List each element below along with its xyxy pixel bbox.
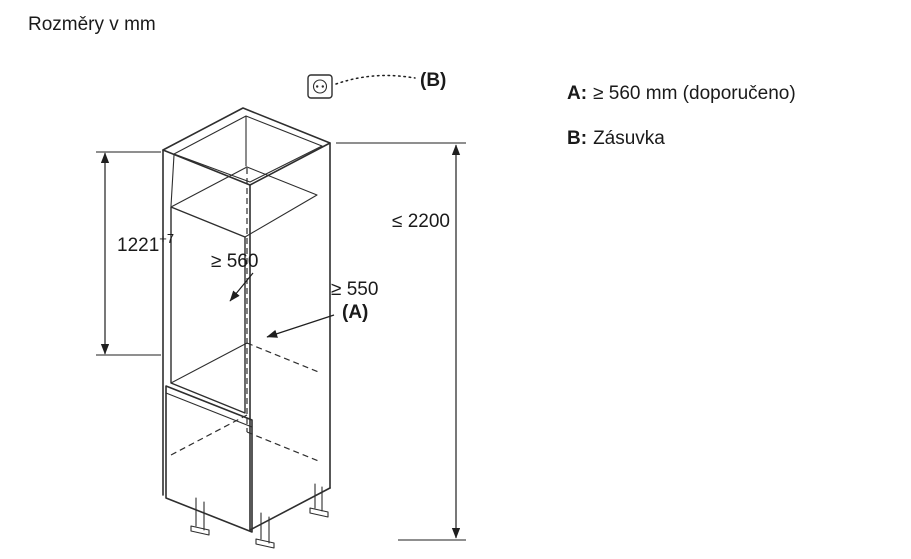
niche-height-tolerance: +7	[159, 231, 174, 246]
cabinet-depth-arrow	[266, 314, 335, 338]
foot-back-right	[309, 483, 329, 518]
foot-front-left	[190, 497, 210, 536]
cabinet-drawing	[162, 107, 331, 549]
niche-height-label: 1221+7	[117, 231, 174, 256]
hidden-lower-floor-back-edge	[246, 431, 322, 463]
drawer-front-panel	[165, 385, 253, 533]
drawer-front-top-edge-line	[165, 392, 253, 428]
niche-depth-dimension: ≥ 560	[211, 251, 258, 302]
foot-front-right	[255, 512, 275, 549]
legend-b-value: Zásuvka	[593, 128, 665, 149]
socket-icon-pin-right	[321, 85, 324, 88]
socket-icon-outlet	[312, 79, 328, 94]
socket-ref-label: (B)	[420, 70, 446, 91]
diagram-title: Rozměry v mm	[28, 14, 156, 35]
niche-height-value: 1221	[117, 235, 159, 256]
hidden-niche-floor-back-edge	[246, 342, 322, 374]
cabinet-top-inner-frame	[173, 115, 323, 183]
max-height-dimension: ≤ 2200	[336, 142, 466, 541]
niche-ceiling-shelf	[170, 166, 318, 238]
socket-leader-line	[335, 74, 416, 85]
legend-b-key: B:	[567, 128, 587, 149]
cabinet-right-bottom-edge	[249, 487, 331, 531]
niche-floor-left-junction	[170, 342, 248, 384]
niche-opening	[170, 206, 246, 414]
max-height-label: ≤ 2200	[392, 211, 450, 232]
interior-front-left-corner	[170, 154, 175, 207]
cabinet-depth-ref-label: (A)	[342, 302, 368, 323]
cabinet-depth-dimension: ≥ 550 (A)	[266, 279, 378, 338]
niche-height-dimension: 1221+7	[96, 151, 174, 356]
niche-depth-arrow	[229, 272, 254, 302]
legend-item-b: B: Zásuvka	[567, 128, 665, 149]
legend-item-a: A: ≥ 560 mm (doporučeno)	[567, 83, 796, 104]
socket-icon-pin-left	[316, 85, 319, 88]
socket-icon-box	[307, 74, 333, 99]
legend-a-key: A:	[567, 83, 587, 104]
niche-depth-label: ≥ 560	[211, 251, 258, 272]
legend-a-value: ≥ 560 mm (doporučeno)	[593, 83, 796, 104]
cabinet-depth-label: ≥ 550	[331, 279, 378, 300]
legend: A: ≥ 560 mm (doporučeno) B: Zásuvka	[567, 83, 796, 149]
hidden-lower-floor-left-junction	[170, 414, 248, 456]
socket-icon	[307, 74, 333, 99]
